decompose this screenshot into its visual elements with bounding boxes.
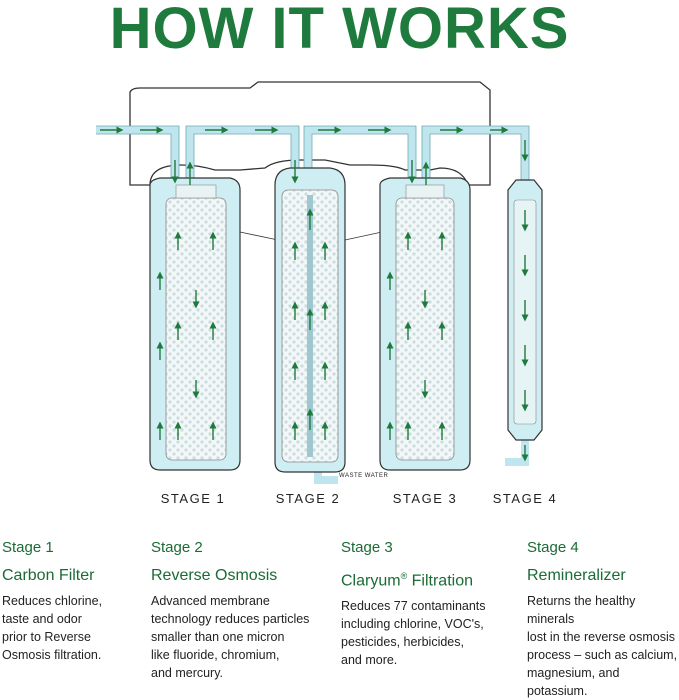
flow-arrows [100, 126, 529, 462]
filter-diagram [96, 81, 543, 484]
stage-number: Stage 4 [527, 539, 579, 556]
stage-name-text: Claryum [341, 572, 401, 590]
stage-name: Carbon Filter [2, 567, 95, 584]
stage-desc: Advanced membrane technology reduces par… [151, 594, 310, 680]
stage-label-3: STAGE 3 [392, 491, 458, 506]
stage-label-1: STAGE 1 [160, 491, 226, 506]
stage-number: Stage 2 [151, 539, 203, 556]
housing-stage-1 [149, 177, 241, 471]
stage-4-description: Stage 4 Remineralizer Returns the health… [527, 539, 679, 700]
registered-mark: ® [400, 571, 408, 581]
stage-desc: Reduces 77 contaminants including chlori… [341, 599, 486, 668]
stage-1-description: Stage 1 Carbon Filter Reduces chlorine, … [2, 539, 102, 664]
stage-3-description: Stage 3 Claryum® Filtration Reduces 77 c… [341, 539, 486, 669]
page-title: HOW IT WORKS [109, 0, 570, 61]
stage-2-description: Stage 2 Reverse Osmosis Advanced membran… [151, 539, 309, 682]
stage-name: Remineralizer [527, 567, 626, 584]
stage-name: Reverse Osmosis [151, 567, 278, 584]
stage-label-2: STAGE 2 [275, 491, 341, 506]
stage-name-suffix: Filtration [407, 572, 473, 590]
stage-number: Stage 1 [2, 539, 54, 556]
stage-desc: Reduces chlorine, taste and odor prior t… [2, 594, 103, 662]
stage-label-4: STAGE 4 [492, 491, 558, 506]
stage-number: Stage 3 [341, 539, 393, 556]
housing-stage-3 [379, 177, 471, 471]
stage-desc: Returns the healthy minerals lost in the… [527, 594, 678, 698]
stage-name: Claryum® Filtration [341, 565, 486, 592]
waste-water-label: WASTE WATER [339, 473, 389, 479]
